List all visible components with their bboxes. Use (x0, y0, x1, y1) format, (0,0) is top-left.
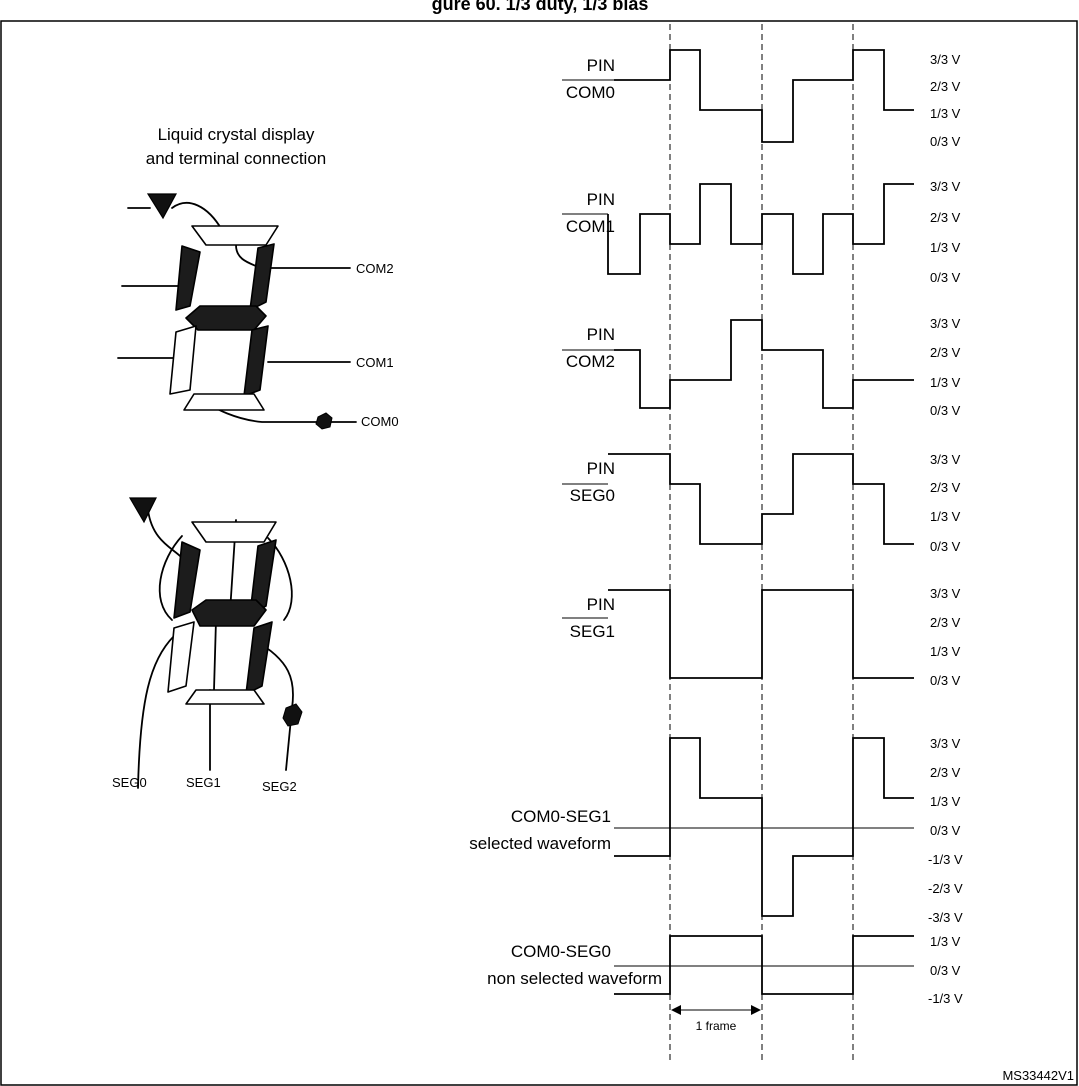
waveform-label-seg0-line2: SEG0 (570, 486, 615, 505)
figure-id: MS33442V1 (1002, 1068, 1074, 1083)
voltage-labels-nonselected: 1/3 V 0/3 V -1/3 V (928, 934, 963, 1006)
svg-text:-1/3 V: -1/3 V (928, 991, 963, 1006)
waveform-pin-com2 (614, 319, 914, 409)
svg-text:0/3 V: 0/3 V (930, 673, 961, 688)
waveform-pin-com0 (614, 49, 914, 143)
svg-text:1/3 V: 1/3 V (930, 644, 961, 659)
seg0-label: SEG0 (112, 775, 147, 790)
waveform-pin-seg0 (608, 453, 914, 545)
com0-terminal-icon (315, 412, 333, 430)
svg-text:0/3 V: 0/3 V (930, 823, 961, 838)
svg-text:1/3 V: 1/3 V (930, 509, 961, 524)
svg-text:3/3 V: 3/3 V (930, 179, 961, 194)
svg-text:0/3 V: 0/3 V (930, 403, 961, 418)
com-terminal-triangle-icon (146, 193, 178, 220)
svg-text:0/3 V: 0/3 V (930, 539, 961, 554)
svg-text:1/3 V: 1/3 V (930, 375, 961, 390)
waveform-label-seg1-line1: PIN (587, 595, 615, 614)
waveform-pin-com1 (607, 183, 914, 275)
svg-text:1/3 V: 1/3 V (930, 106, 961, 121)
com1-label: COM1 (356, 355, 394, 370)
svg-text:1/3 V: 1/3 V (930, 794, 961, 809)
waveform-label-sel-line1: COM0-SEG1 (511, 807, 611, 826)
frame-label: 1 frame (696, 1019, 737, 1033)
waveform-label-com1-line1: PIN (587, 190, 615, 209)
svg-text:-2/3 V: -2/3 V (928, 881, 963, 896)
voltage-labels-selected: 3/3 V 2/3 V 1/3 V 0/3 V -1/3 V -2/3 V -3… (928, 736, 963, 925)
com2-label: COM2 (356, 261, 394, 276)
lcd-seg-digit (128, 497, 303, 789)
waveform-com0-seg0-nonselected (614, 935, 914, 995)
waveform-label-com2-line2: COM2 (566, 352, 615, 371)
svg-text:3/3 V: 3/3 V (930, 736, 961, 751)
voltage-labels-seg0: 3/3 V 2/3 V 1/3 V 0/3 V (930, 452, 961, 554)
svg-text:1/3 V: 1/3 V (930, 934, 961, 949)
waveform-label-com1-line2: COM1 (566, 217, 615, 236)
figure-border (0, 20, 1078, 1086)
seg-terminal-triangle-icon (128, 497, 157, 524)
svg-text:3/3 V: 3/3 V (930, 316, 961, 331)
svg-text:0/3 V: 0/3 V (930, 963, 961, 978)
figure-title: gure 60. 1/3 duty, 1/3 bias (432, 0, 649, 14)
voltage-labels-com0: 3/3 V 2/3 V 1/3 V 0/3 V (930, 52, 961, 149)
waveform-label-seg1-line2: SEG1 (570, 622, 615, 641)
svg-text:0/3 V: 0/3 V (930, 270, 961, 285)
lcd-caption-line1: Liquid crystal display (158, 125, 315, 144)
waveform-label-nonsel-line2: non selected waveform (487, 969, 662, 988)
svg-text:3/3 V: 3/3 V (930, 586, 961, 601)
svg-text:2/3 V: 2/3 V (930, 765, 961, 780)
voltage-labels-com1: 3/3 V 2/3 V 1/3 V 0/3 V (930, 179, 961, 285)
frame-arrow-left-icon (671, 1005, 681, 1015)
com0-label: COM0 (361, 414, 399, 429)
waveform-label-sel-line2: selected waveform (469, 834, 611, 853)
voltage-labels-seg1: 3/3 V 2/3 V 1/3 V 0/3 V (930, 586, 961, 688)
svg-text:2/3 V: 2/3 V (930, 615, 961, 630)
svg-text:-1/3 V: -1/3 V (928, 852, 963, 867)
lcd-com-digit (117, 193, 357, 430)
waveform-label-nonsel-line1: COM0-SEG0 (511, 942, 611, 961)
waveform-label-com0-line1: PIN (587, 56, 615, 75)
voltage-labels-com2: 3/3 V 2/3 V 1/3 V 0/3 V (930, 316, 961, 418)
frame-arrow-right-icon (751, 1005, 761, 1015)
svg-text:2/3 V: 2/3 V (930, 480, 961, 495)
waveform-label-com0-line2: COM0 (566, 83, 615, 102)
svg-text:-3/3 V: -3/3 V (928, 910, 963, 925)
svg-text:3/3 V: 3/3 V (930, 52, 961, 67)
svg-text:2/3 V: 2/3 V (930, 210, 961, 225)
waveform-com0-seg1-selected (614, 737, 914, 917)
seg2-label: SEG2 (262, 779, 297, 794)
seg1-label: SEG1 (186, 775, 221, 790)
seg2-terminal-icon (282, 703, 303, 727)
svg-text:1/3 V: 1/3 V (930, 240, 961, 255)
waveform-label-seg0-line1: PIN (587, 459, 615, 478)
svg-text:3/3 V: 3/3 V (930, 452, 961, 467)
svg-text:0/3 V: 0/3 V (930, 134, 961, 149)
lcd-caption-line2: and terminal connection (146, 149, 327, 168)
waveform-label-com2-line1: PIN (587, 325, 615, 344)
waveform-pin-seg1 (608, 589, 914, 679)
svg-text:2/3 V: 2/3 V (930, 79, 961, 94)
svg-text:2/3 V: 2/3 V (930, 345, 961, 360)
